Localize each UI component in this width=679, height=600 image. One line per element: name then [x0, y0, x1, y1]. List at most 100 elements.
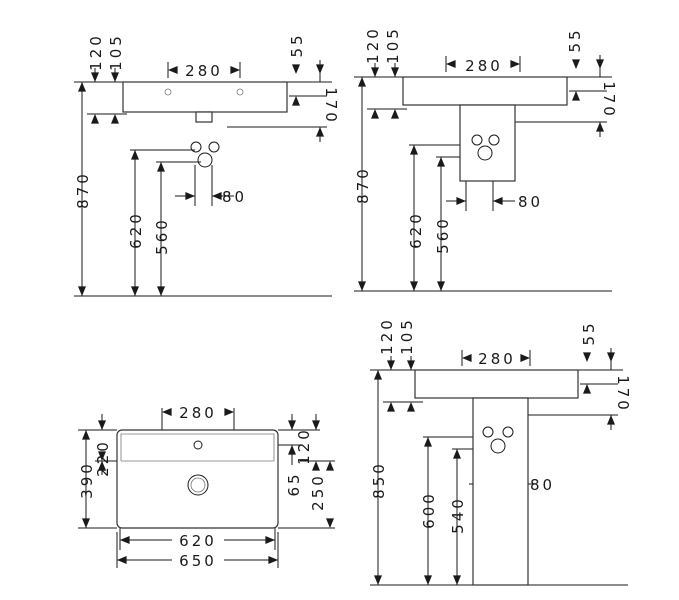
dim-tap-spacing: 280	[185, 62, 223, 80]
arrowhead-icon	[453, 449, 461, 459]
dim-height-total: 870	[74, 171, 92, 209]
arrowhead-icon	[583, 384, 591, 394]
arrowhead-icon	[111, 114, 119, 124]
arrowhead-icon	[212, 192, 222, 200]
arrowhead-icon	[462, 354, 472, 362]
arrowhead-icon	[387, 402, 395, 412]
arrowhead-icon	[162, 408, 172, 416]
arrowhead-icon	[410, 281, 418, 291]
arrowhead-icon	[117, 556, 127, 564]
dim-depth: 170	[322, 87, 340, 125]
arrowhead-icon	[326, 461, 334, 471]
arrowhead-icon	[168, 66, 178, 74]
dim-outer-width: 650	[179, 552, 217, 570]
waste-pipe-icon	[490, 438, 506, 454]
dim-outlet-1: 620	[407, 211, 425, 249]
arrowhead-icon	[224, 408, 234, 416]
arrowhead-icon	[131, 150, 139, 160]
arrowhead-icon	[437, 157, 445, 167]
dim-d1: 120	[364, 26, 382, 64]
waste-pipe-icon	[477, 145, 493, 161]
view-top: 280 390 220 120 65 250 620 650	[78, 404, 327, 570]
arrowhead-icon	[410, 145, 418, 155]
arrowhead-icon	[91, 114, 99, 124]
arrowhead-icon	[82, 518, 90, 528]
waste-pipe-icon	[197, 152, 213, 168]
supply-pipe-icon	[488, 134, 500, 146]
dim-outlet-2: 560	[153, 217, 171, 255]
dim-outlet-2: 560	[434, 216, 452, 254]
dim-spacing: 80	[222, 188, 247, 206]
arrowhead-icon	[358, 281, 366, 291]
dim-d3: 55	[566, 27, 584, 52]
arrowhead-icon	[453, 575, 461, 585]
basin-profile	[414, 369, 579, 399]
supply-pipe-icon	[208, 141, 220, 153]
dim-d2: 105	[384, 26, 402, 64]
dim-depth-total: 390	[78, 461, 96, 499]
view-side-full-pedestal: 850 600 540 80 280 120 105 55 170	[370, 317, 632, 586]
arrowhead-icon	[493, 197, 503, 205]
basin-outline	[116, 429, 279, 529]
arrowhead-icon	[157, 286, 165, 296]
arrowhead-icon	[391, 109, 399, 119]
tap-hole-icon	[236, 88, 244, 96]
arrowhead-icon	[265, 536, 275, 544]
dim-tap-spacing: 280	[179, 404, 217, 422]
supply-pipe-icon	[502, 426, 514, 438]
dim-outlet-1: 600	[420, 491, 438, 529]
dim-height-total: 850	[370, 461, 388, 499]
dim-tap-spacing: 280	[465, 57, 503, 75]
dim-depth-shelf: 220	[94, 439, 112, 477]
semi-pedestal	[459, 104, 516, 182]
drain-trap	[195, 111, 213, 123]
arrowhead-icon	[98, 451, 106, 461]
arrowhead-icon	[185, 192, 195, 200]
arrowhead-icon	[520, 354, 530, 362]
basin-profile	[402, 76, 568, 106]
arrowhead-icon	[446, 60, 456, 68]
view-side-semi-pedestal: 870 620 560 80 280 120 105 55 170	[354, 26, 618, 254]
dim-d2: 105	[107, 33, 125, 71]
arrowhead-icon	[371, 109, 379, 119]
drain-icon	[187, 474, 209, 496]
arrowhead-icon	[131, 286, 139, 296]
dim-bowl-depth: 250	[309, 473, 327, 511]
arrowhead-icon	[292, 96, 300, 106]
basin-profile	[122, 81, 288, 113]
dim-depth: 170	[614, 375, 632, 413]
tap-hole-icon	[164, 88, 172, 96]
dim-spacing: 80	[518, 193, 543, 211]
dim-d3: 55	[288, 32, 306, 57]
dim-height-total: 870	[354, 166, 372, 204]
arrowhead-icon	[82, 430, 90, 440]
arrowhead-icon	[424, 575, 432, 585]
arrowhead-icon	[510, 60, 520, 68]
arrowhead-icon	[374, 370, 382, 380]
dim-outlet-2: 540	[449, 496, 467, 534]
dim-d1: 120	[378, 317, 396, 355]
dim-d3: 55	[580, 320, 598, 345]
supply-pipe-icon	[482, 426, 494, 438]
dim-d1: 120	[87, 33, 105, 71]
arrowhead-icon	[358, 77, 366, 87]
arrowhead-icon	[407, 402, 415, 412]
dim-depth: 170	[600, 81, 618, 119]
dim-tap-offset: 120	[295, 427, 313, 465]
arrowhead-icon	[78, 286, 86, 296]
dim-drain-offset: 65	[285, 471, 303, 496]
view-side-wall-mounted: 870 620 560 80 280 120 105 55 170	[74, 32, 340, 254]
arrowhead-icon	[292, 64, 300, 74]
arrowhead-icon	[268, 556, 278, 564]
tap-hole-icon	[193, 440, 203, 450]
arrowhead-icon	[437, 281, 445, 291]
arrowhead-icon	[120, 536, 130, 544]
dim-d2: 105	[398, 317, 416, 355]
arrowhead-icon	[230, 66, 240, 74]
supply-pipe-icon	[471, 134, 483, 146]
dim-outlet-1: 620	[127, 211, 145, 249]
dim-tap-spacing: 280	[478, 350, 516, 368]
arrowhead-icon	[326, 518, 334, 528]
full-pedestal	[472, 397, 529, 586]
